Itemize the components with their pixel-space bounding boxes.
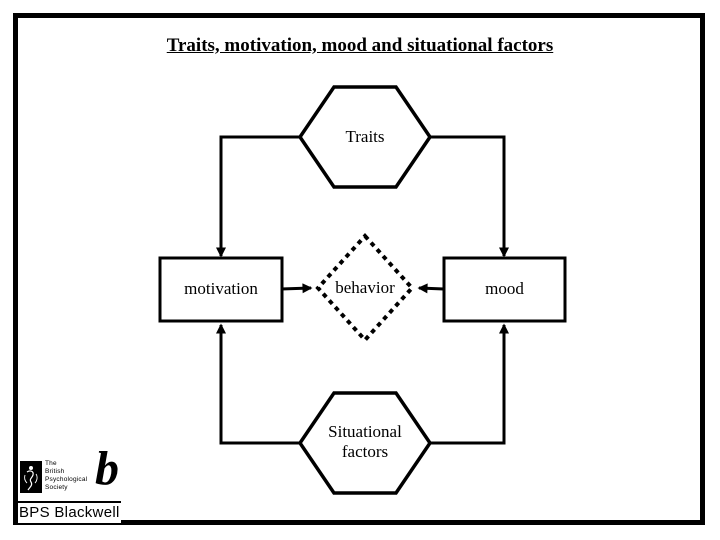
node-label-traits: Traits [345, 127, 385, 146]
publisher-logo: The British Psychological Society b BPS … [18, 445, 121, 525]
node-motivation-box [158, 256, 284, 323]
node-label-behavior: behavior [335, 278, 395, 297]
edge-situational-to-motivation [216, 323, 303, 445]
publisher-logo-top: The British Psychological Society b [18, 445, 121, 501]
node-label-mood: mood [485, 279, 524, 298]
node-situational-hexagon [297, 391, 433, 495]
slide-title: Traits, motivation, mood and situational… [166, 35, 554, 56]
blackwell-b-icon: b [95, 442, 119, 495]
node-label-situational-factors: Situational factors [328, 422, 402, 461]
society-name: The British Psychological Society [45, 460, 88, 491]
edge-traits-to-motivation [216, 135, 303, 258]
node-label-motivation: motivation [184, 279, 258, 298]
bps-crest-icon [20, 461, 42, 493]
node-traits-hexagon [297, 85, 433, 189]
brand-name: BPS Blackwell [18, 501, 121, 525]
edge-motivation-to-behavior [280, 283, 313, 294]
edge-mood-to-behavior [417, 283, 445, 294]
node-mood-box [442, 256, 567, 323]
node-behavior-diamond [315, 233, 415, 343]
edge-traits-to-mood [427, 135, 509, 258]
edge-situational-to-mood [427, 323, 509, 445]
